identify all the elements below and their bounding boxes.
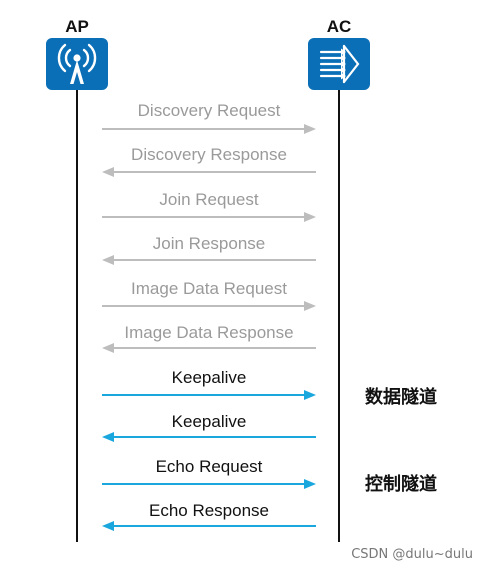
message-label: Keepalive — [171, 412, 247, 431]
message-arrow — [102, 124, 316, 134]
message-arrow — [102, 343, 316, 353]
ap-lifeline — [76, 90, 78, 542]
message-label: Discovery Request — [137, 101, 281, 120]
message-label: Echo Response — [148, 501, 270, 520]
message-arrow — [102, 301, 316, 311]
message-arrow — [102, 167, 316, 177]
message-arrow — [102, 255, 316, 265]
message-arrow — [102, 479, 316, 489]
message-arrow — [102, 432, 316, 442]
message-label: Image Data Request — [131, 279, 287, 298]
message-label: Join Response — [152, 234, 266, 253]
data-tunnel-label: 数据隧道 — [365, 387, 437, 408]
message-label: Discovery Response — [131, 145, 287, 164]
message-label: Join Request — [159, 190, 259, 209]
message-arrow — [102, 521, 316, 531]
access-controller-icon — [308, 38, 370, 90]
watermark: CSDN @dulu~dulu — [351, 547, 473, 562]
ac-label: AC — [326, 17, 352, 36]
message-label: Echo Request — [155, 457, 263, 476]
ac-lifeline — [338, 90, 340, 542]
message-arrow — [102, 390, 316, 400]
ap-label: AP — [65, 17, 89, 36]
message-arrow — [102, 212, 316, 222]
message-label: Keepalive — [171, 368, 247, 387]
message-label: Image Data Response — [124, 323, 294, 342]
wireless-ap-icon — [46, 38, 108, 90]
control-tunnel-label: 控制隧道 — [365, 474, 437, 495]
